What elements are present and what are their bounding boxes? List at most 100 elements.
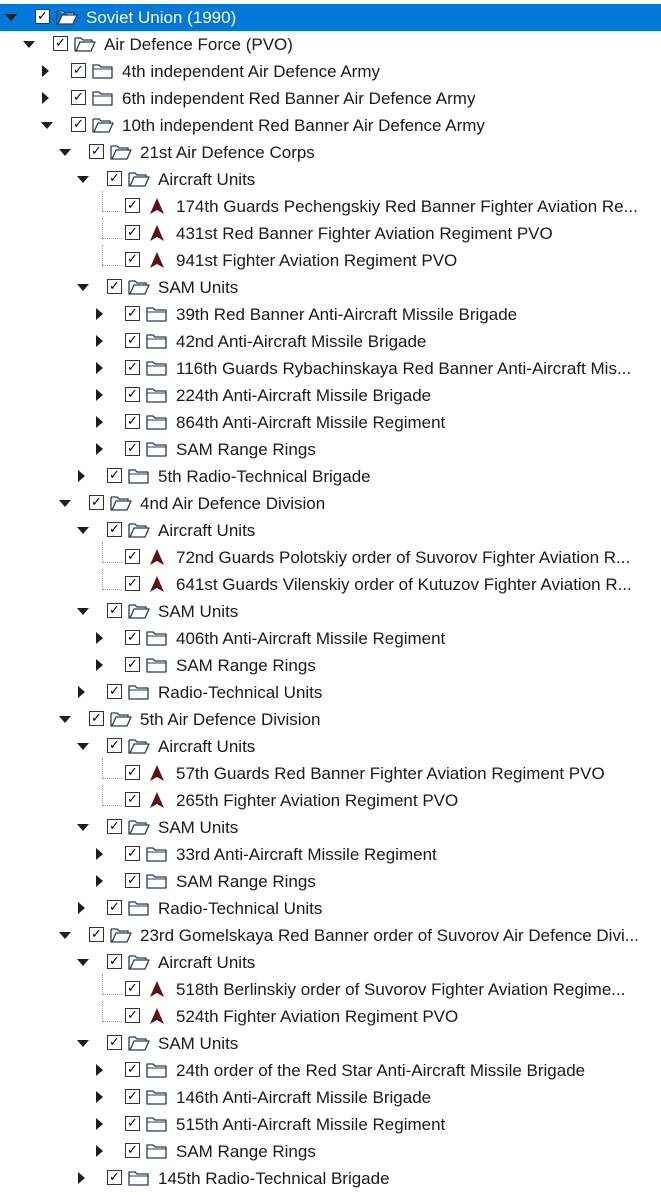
- tree-node[interactable]: ✓23rd Gomelskaya Red Banner order of Suv…: [0, 922, 661, 949]
- expand-arrow-icon[interactable]: [96, 1118, 103, 1130]
- tree-node[interactable]: ✓116th Guards Rybachinskaya Red Banner A…: [0, 355, 661, 382]
- tree-node[interactable]: ✓Radio-Technical Units: [0, 679, 661, 706]
- visibility-checkbox[interactable]: ✓: [107, 279, 122, 294]
- tree-node[interactable]: ✓SAM Units: [0, 814, 661, 841]
- visibility-checkbox[interactable]: ✓: [107, 522, 122, 537]
- visibility-checkbox[interactable]: ✓: [125, 792, 140, 807]
- visibility-checkbox[interactable]: ✓: [125, 441, 140, 456]
- tree-node[interactable]: ✓24th order of the Red Star Anti-Aircraf…: [0, 1057, 661, 1084]
- collapse-arrow-icon[interactable]: [23, 41, 35, 48]
- visibility-checkbox[interactable]: ✓: [125, 387, 140, 402]
- tree-node[interactable]: ✓10th independent Red Banner Air Defence…: [0, 112, 661, 139]
- tree-leaf-item[interactable]: ✓265th Fighter Aviation Regiment PVO: [0, 787, 661, 814]
- expand-arrow-icon[interactable]: [96, 1064, 103, 1076]
- visibility-checkbox[interactable]: ✓: [107, 684, 122, 699]
- tree-node[interactable]: ✓145th Radio-Technical Brigade: [0, 1165, 661, 1192]
- tree-node[interactable]: ✓Aircraft Units: [0, 949, 661, 976]
- visibility-checkbox[interactable]: ✓: [125, 198, 140, 213]
- visibility-checkbox[interactable]: ✓: [89, 711, 104, 726]
- visibility-checkbox[interactable]: ✓: [125, 1062, 140, 1077]
- visibility-checkbox[interactable]: ✓: [35, 9, 50, 24]
- collapse-arrow-icon[interactable]: [77, 176, 89, 183]
- expand-arrow-icon[interactable]: [96, 443, 103, 455]
- tree-leaf-item[interactable]: ✓518th Berlinskiy order of Suvorov Fight…: [0, 976, 661, 1003]
- collapse-arrow-icon[interactable]: [77, 1040, 89, 1047]
- collapse-arrow-icon[interactable]: [77, 743, 89, 750]
- collapse-arrow-icon[interactable]: [59, 500, 71, 507]
- visibility-checkbox[interactable]: ✓: [125, 252, 140, 267]
- collapse-arrow-icon[interactable]: [77, 284, 89, 291]
- tree-node[interactable]: ✓SAM Range Rings: [0, 868, 661, 895]
- tree-leaf-item[interactable]: ✓431st Red Banner Fighter Aviation Regim…: [0, 220, 661, 247]
- expand-arrow-icon[interactable]: [96, 416, 103, 428]
- tree-node[interactable]: ✓SAM Units: [0, 274, 661, 301]
- collapse-arrow-icon[interactable]: [59, 932, 71, 939]
- expand-arrow-icon[interactable]: [96, 875, 103, 887]
- tree-node[interactable]: ✓5th Radio-Technical Brigade: [0, 463, 661, 490]
- tree-node[interactable]: ✓Radio-Technical Units: [0, 895, 661, 922]
- tree-leaf-item[interactable]: ✓941st Fighter Aviation Regiment PVO: [0, 247, 661, 274]
- tree-leaf-item[interactable]: ✓57th Guards Red Banner Fighter Aviation…: [0, 760, 661, 787]
- collapse-arrow-icon[interactable]: [5, 14, 17, 21]
- visibility-checkbox[interactable]: ✓: [53, 36, 68, 51]
- tree-node[interactable]: ✓Aircraft Units: [0, 517, 661, 544]
- tree-node[interactable]: ✓Aircraft Units: [0, 733, 661, 760]
- tree-node[interactable]: ✓406th Anti-Aircraft Missile Regiment: [0, 625, 661, 652]
- visibility-checkbox[interactable]: ✓: [125, 549, 140, 564]
- expand-arrow-icon[interactable]: [96, 1145, 103, 1157]
- visibility-checkbox[interactable]: ✓: [107, 171, 122, 186]
- expand-arrow-icon[interactable]: [96, 389, 103, 401]
- expand-arrow-icon[interactable]: [96, 308, 103, 320]
- visibility-checkbox[interactable]: ✓: [125, 360, 140, 375]
- visibility-checkbox[interactable]: ✓: [125, 630, 140, 645]
- tree-node[interactable]: ✓146th Anti-Aircraft Missile Brigade: [0, 1084, 661, 1111]
- tree-node[interactable]: ✓SAM Range Rings: [0, 1138, 661, 1165]
- expand-arrow-icon[interactable]: [96, 362, 103, 374]
- visibility-checkbox[interactable]: ✓: [89, 495, 104, 510]
- tree-node[interactable]: ✓Aircraft Units: [0, 166, 661, 193]
- visibility-checkbox[interactable]: ✓: [125, 657, 140, 672]
- visibility-checkbox[interactable]: ✓: [125, 1143, 140, 1158]
- visibility-checkbox[interactable]: ✓: [107, 900, 122, 915]
- visibility-checkbox[interactable]: ✓: [125, 765, 140, 780]
- visibility-checkbox[interactable]: ✓: [107, 1170, 122, 1185]
- expand-arrow-icon[interactable]: [96, 848, 103, 860]
- tree-node[interactable]: ✓Soviet Union (1990): [0, 4, 661, 31]
- visibility-checkbox[interactable]: ✓: [125, 873, 140, 888]
- visibility-checkbox[interactable]: ✓: [89, 927, 104, 942]
- tree-node[interactable]: ✓515th Anti-Aircraft Missile Regiment: [0, 1111, 661, 1138]
- expand-arrow-icon[interactable]: [78, 470, 85, 482]
- tree-node[interactable]: ✓33rd Anti-Aircraft Missile Regiment: [0, 841, 661, 868]
- visibility-checkbox[interactable]: ✓: [125, 981, 140, 996]
- visibility-checkbox[interactable]: ✓: [125, 1089, 140, 1104]
- tree-node[interactable]: ✓SAM Range Rings: [0, 436, 661, 463]
- expand-arrow-icon[interactable]: [78, 902, 85, 914]
- expand-arrow-icon[interactable]: [96, 632, 103, 644]
- tree-leaf-item[interactable]: ✓174th Guards Pechengskiy Red Banner Fig…: [0, 193, 661, 220]
- collapse-arrow-icon[interactable]: [59, 149, 71, 156]
- collapse-arrow-icon[interactable]: [59, 716, 71, 723]
- tree-node[interactable]: ✓SAM Units: [0, 1030, 661, 1057]
- visibility-checkbox[interactable]: ✓: [107, 603, 122, 618]
- visibility-checkbox[interactable]: ✓: [125, 846, 140, 861]
- expand-arrow-icon[interactable]: [42, 65, 49, 77]
- tree-node[interactable]: ✓4nd Air Defence Division: [0, 490, 661, 517]
- collapse-arrow-icon[interactable]: [77, 959, 89, 966]
- visibility-checkbox[interactable]: ✓: [107, 819, 122, 834]
- visibility-checkbox[interactable]: ✓: [125, 414, 140, 429]
- visibility-checkbox[interactable]: ✓: [125, 333, 140, 348]
- collapse-arrow-icon[interactable]: [77, 527, 89, 534]
- expand-arrow-icon[interactable]: [42, 92, 49, 104]
- collapse-arrow-icon[interactable]: [77, 824, 89, 831]
- tree-leaf-item[interactable]: ✓72nd Guards Polotskiy order of Suvorov …: [0, 544, 661, 571]
- visibility-checkbox[interactable]: ✓: [107, 738, 122, 753]
- tree-node[interactable]: ✓42nd Anti-Aircraft Missile Brigade: [0, 328, 661, 355]
- visibility-checkbox[interactable]: ✓: [71, 90, 86, 105]
- expand-arrow-icon[interactable]: [78, 686, 85, 698]
- tree-node[interactable]: ✓6th independent Red Banner Air Defence …: [0, 85, 661, 112]
- visibility-checkbox[interactable]: ✓: [71, 63, 86, 78]
- visibility-checkbox[interactable]: ✓: [107, 1035, 122, 1050]
- visibility-checkbox[interactable]: ✓: [107, 468, 122, 483]
- tree-node[interactable]: ✓5th Air Defence Division: [0, 706, 661, 733]
